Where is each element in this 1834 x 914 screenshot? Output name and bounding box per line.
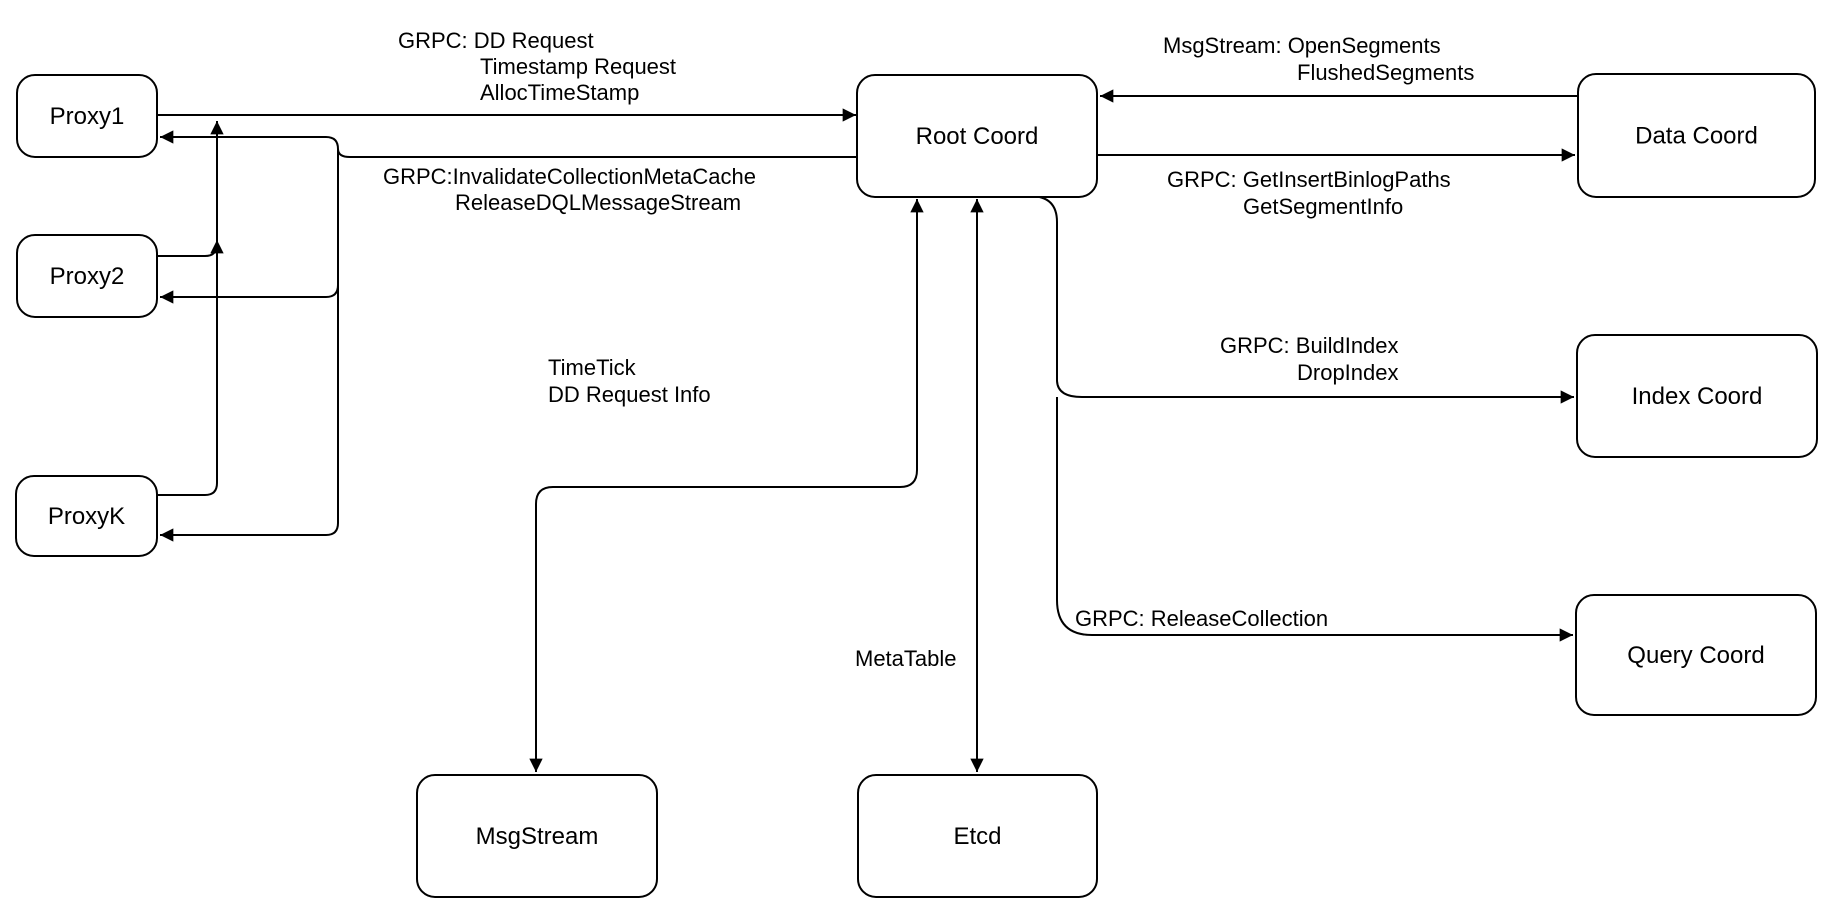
label-release-dql-stream: ReleaseDQLMessageStream	[455, 190, 741, 215]
root-coord-box	[856, 74, 1098, 198]
edge-proxyk-merge-up	[157, 120, 224, 496]
node-query-coord: Query Coord	[1575, 594, 1817, 716]
proxyk-box	[15, 475, 158, 557]
proxy2-label: Proxy2	[50, 263, 125, 290]
index-coord-box	[1576, 334, 1818, 458]
edge-return-to-proxy1	[160, 130, 339, 150]
label-grpc-releasecollection: GRPC: ReleaseCollection	[1075, 606, 1328, 631]
edge-return-to-proxyk	[160, 149, 339, 542]
etcd-box	[857, 774, 1098, 898]
label-getinsertbinlogpaths: GRPC: GetInsertBinlogPaths	[1167, 167, 1451, 192]
node-data-coord: Data Coord	[1577, 73, 1816, 198]
msgstream-box	[416, 774, 658, 898]
query-coord-label: Query Coord	[1627, 642, 1764, 669]
proxy1-label: Proxy1	[50, 103, 125, 130]
label-dd-request-info: DD Request Info	[548, 382, 711, 407]
node-proxy1: Proxy1	[16, 74, 158, 158]
label-alloctimestamp: AllocTimeStamp	[480, 80, 639, 105]
node-msgstream: MsgStream	[416, 774, 658, 898]
label-dropindex: DropIndex	[1297, 360, 1399, 385]
proxyk-label: ProxyK	[48, 503, 125, 530]
edge-rootcoord-to-indexcoord	[1029, 195, 1574, 404]
label-timestamp-request: Timestamp Request	[480, 54, 676, 79]
edge-rootcoord-msgstream	[529, 199, 924, 772]
node-index-coord: Index Coord	[1576, 334, 1818, 458]
label-timetick: TimeTick	[548, 355, 637, 380]
node-proxy2: Proxy2	[16, 234, 158, 318]
label-msgstream-opensegments: MsgStream: OpenSegments	[1163, 33, 1441, 58]
data-coord-box	[1577, 73, 1816, 198]
edge-return-to-proxy2	[160, 284, 339, 304]
proxy2-box	[16, 234, 158, 318]
node-root-coord: Root Coord	[856, 74, 1098, 198]
proxy1-box	[16, 74, 158, 158]
node-proxyk: ProxyK	[15, 475, 158, 557]
edge-rootcoord-to-querycoord	[1056, 397, 1573, 642]
query-coord-box	[1575, 594, 1817, 716]
label-grpc-dd-request: GRPC: DD Request	[398, 28, 594, 53]
label-grpc-buildindex: GRPC: BuildIndex	[1220, 333, 1399, 358]
msgstream-label: MsgStream	[476, 823, 599, 850]
edge-proxy2-merge-up	[157, 240, 224, 257]
node-etcd: Etcd	[857, 774, 1098, 898]
edge-rootcoord-return-trunk	[337, 148, 857, 158]
etcd-label: Etcd	[953, 823, 1001, 850]
label-metatable: MetaTable	[855, 646, 957, 671]
label-flushedsegments: FlushedSegments	[1297, 60, 1474, 85]
index-coord-label: Index Coord	[1632, 383, 1763, 410]
root-coord-label: Root Coord	[916, 123, 1039, 150]
label-getsegmentinfo: GetSegmentInfo	[1243, 194, 1403, 219]
data-coord-label: Data Coord	[1635, 123, 1758, 150]
label-invalidate-meta-cache: GRPC:InvalidateCollectionMetaCache	[383, 164, 756, 189]
